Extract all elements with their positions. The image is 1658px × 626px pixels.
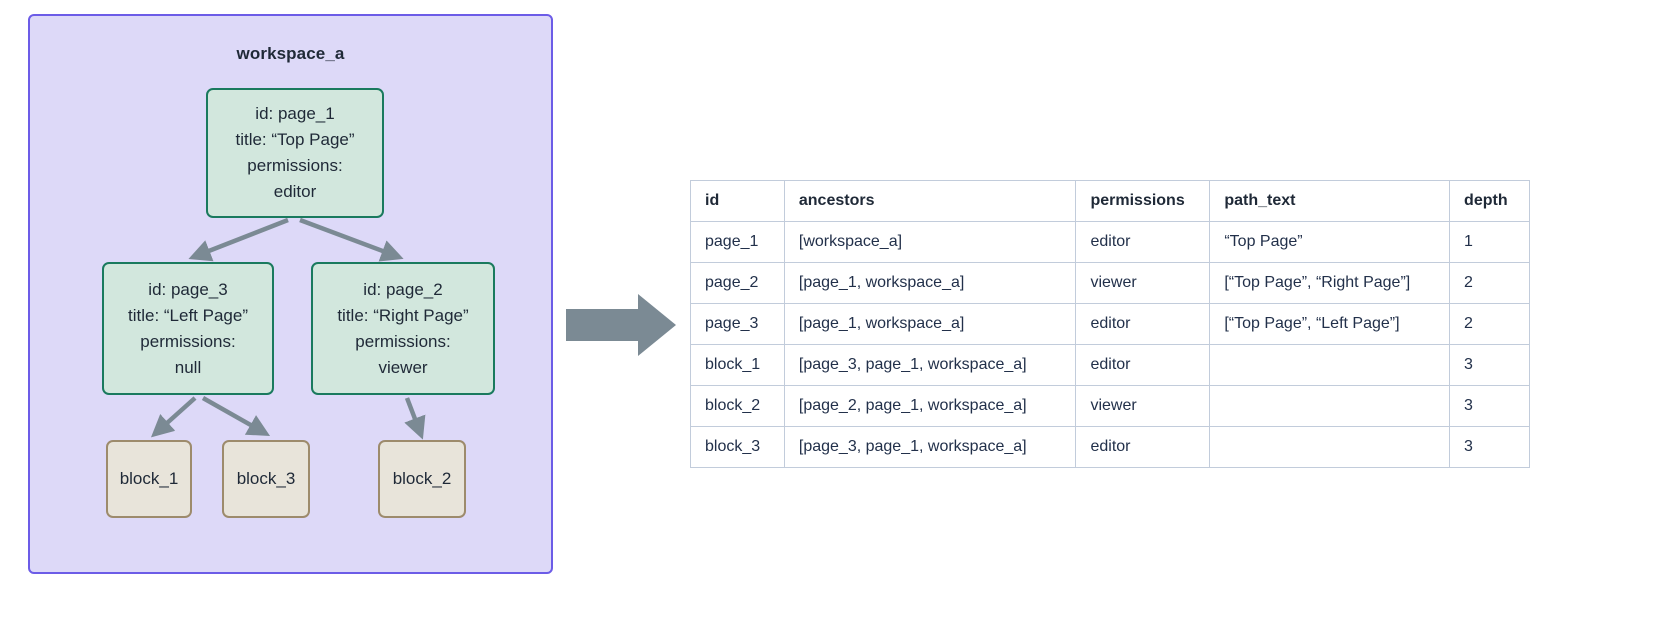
right-block-arrow-icon	[566, 294, 676, 356]
node-page-1-line-2: permissions:	[247, 156, 343, 175]
cell-ancestors: [page_2, page_1, workspace_a]	[783, 385, 1077, 427]
cell-depth: 1	[1449, 221, 1530, 263]
result-table: id ancestors permissions path_text depth…	[690, 180, 1530, 468]
column-header-depth: depth	[1449, 180, 1530, 222]
cell-path-text: [“Top Page”, “Right Page”]	[1209, 262, 1451, 304]
table-row: page_1 [workspace_a] editor “Top Page” 1	[690, 221, 1530, 263]
node-page-1-line-1: title: “Top Page”	[235, 130, 355, 149]
cell-ancestors: [page_1, workspace_a]	[783, 303, 1077, 345]
cell-id: block_2	[690, 385, 785, 427]
cell-depth: 2	[1449, 303, 1530, 345]
cell-id: page_2	[690, 262, 785, 304]
cell-permissions: editor	[1075, 221, 1211, 263]
node-block-1-label: block_1	[119, 469, 179, 488]
column-header-ancestors: ancestors	[783, 180, 1077, 222]
node-page-1-line-0: id: page_1	[255, 104, 335, 123]
cell-path-text	[1209, 344, 1451, 386]
node-page-3-line-2: permissions:	[140, 331, 236, 351]
node-page-3[interactable]: id: page_3 title: “Left Page” permission…	[102, 262, 274, 395]
table-row: block_3 [page_3, page_1, workspace_a] ed…	[690, 426, 1530, 468]
column-header-permissions: permissions	[1075, 180, 1211, 222]
node-page-2-line-2: permissions:	[355, 331, 451, 351]
cell-path-text	[1209, 385, 1451, 427]
table-row: block_2 [page_2, page_1, workspace_a] vi…	[690, 385, 1530, 427]
workspace-title: workspace_a	[236, 44, 345, 63]
table-row: block_1 [page_3, page_1, workspace_a] ed…	[690, 344, 1530, 386]
cell-depth: 3	[1449, 426, 1530, 468]
cell-ancestors: [page_3, page_1, workspace_a]	[783, 344, 1077, 386]
table-row: page_3 [page_1, workspace_a] editor [“To…	[690, 303, 1530, 345]
node-page-2[interactable]: id: page_2 title: “Right Page” permissio…	[311, 262, 495, 395]
column-header-path-text: path_text	[1209, 180, 1451, 222]
table-header-row: id ancestors permissions path_text depth	[690, 180, 1530, 222]
cell-permissions: viewer	[1075, 262, 1211, 304]
cell-id: block_1	[690, 344, 785, 386]
node-page-1[interactable]: id: page_1 title: “Top Page” permissions…	[206, 88, 384, 218]
cell-ancestors: [page_3, page_1, workspace_a]	[783, 426, 1077, 468]
node-block-1[interactable]: block_1	[106, 440, 192, 518]
cell-permissions: editor	[1075, 426, 1211, 468]
node-page-1-line-3: editor	[273, 182, 317, 201]
cell-path-text	[1209, 426, 1451, 468]
cell-path-text: “Top Page”	[1209, 221, 1451, 263]
cell-ancestors: [page_1, workspace_a]	[783, 262, 1077, 304]
cell-permissions: editor	[1075, 303, 1211, 345]
column-header-id: id	[690, 180, 785, 222]
node-block-2[interactable]: block_2	[378, 440, 466, 518]
node-block-2-label: block_2	[392, 469, 452, 488]
node-block-3[interactable]: block_3	[222, 440, 310, 518]
cell-permissions: editor	[1075, 344, 1211, 386]
cell-permissions: viewer	[1075, 385, 1211, 427]
cell-ancestors: [workspace_a]	[783, 221, 1077, 263]
node-page-2-line-3: viewer	[378, 357, 428, 377]
node-page-2-line-1: title: “Right Page”	[337, 305, 469, 325]
node-block-3-label: block_3	[236, 469, 296, 488]
node-page-3-line-3: null	[174, 357, 202, 377]
cell-id: page_1	[690, 221, 785, 263]
cell-id: block_3	[690, 426, 785, 468]
node-page-3-line-0: id: page_3	[148, 279, 228, 299]
node-page-2-line-0: id: page_2	[363, 279, 443, 299]
cell-depth: 3	[1449, 385, 1530, 427]
cell-path-text: [“Top Page”, “Left Page”]	[1209, 303, 1451, 345]
table-row: page_2 [page_1, workspace_a] viewer [“To…	[690, 262, 1530, 304]
node-page-3-line-1: title: “Left Page”	[127, 305, 248, 325]
cell-id: page_3	[690, 303, 785, 345]
cell-depth: 3	[1449, 344, 1530, 386]
result-table-container: id ancestors permissions path_text depth…	[690, 180, 1530, 468]
cell-depth: 2	[1449, 262, 1530, 304]
